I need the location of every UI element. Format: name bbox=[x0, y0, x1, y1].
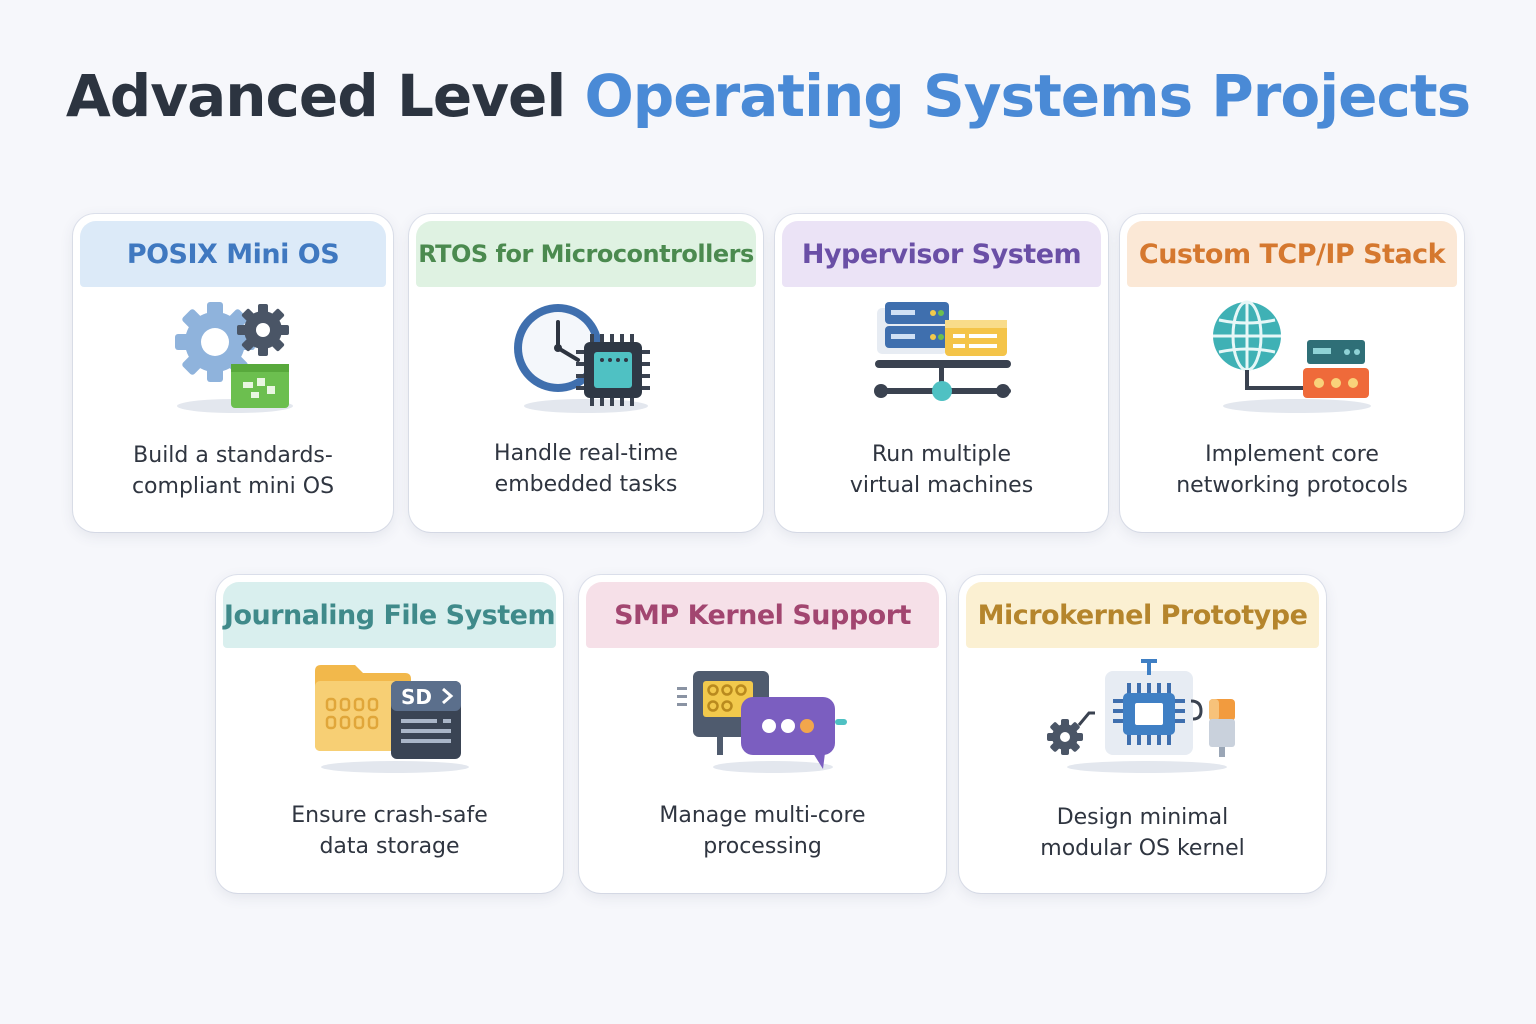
card-description: Design minimal modular OS kernel bbox=[1040, 805, 1245, 861]
multicore-chat-icon bbox=[579, 657, 946, 777]
card-header: Journaling File System bbox=[223, 582, 556, 648]
gears-chip-icon bbox=[73, 296, 393, 416]
microkernel-chip-icon bbox=[959, 657, 1326, 777]
title-part-os-projects: Operating Systems Projects bbox=[584, 62, 1471, 130]
card-description: Implement core networking protocols bbox=[1176, 442, 1408, 498]
card-hypervisor-system: Hypervisor System Run multiple virtual m… bbox=[775, 214, 1108, 532]
card-title: RTOS for Microcontrollers bbox=[418, 240, 754, 268]
card-smp-kernel-support: SMP Kernel Support Manage multi-core pro… bbox=[579, 575, 946, 893]
globe-router-icon bbox=[1120, 296, 1464, 416]
clock-microcontroller-icon bbox=[409, 296, 763, 416]
card-header: Microkernel Prototype bbox=[966, 582, 1319, 648]
card-journaling-file-system: Journaling File System SD Ensure crash-s… bbox=[216, 575, 563, 893]
card-description: Handle real-time embedded tasks bbox=[494, 441, 678, 497]
card-description: Run multiple virtual machines bbox=[849, 442, 1034, 498]
card-description: Ensure crash-safe data storage bbox=[291, 803, 488, 859]
card-description: Build a standards- compliant mini OS bbox=[131, 443, 335, 499]
sd-label: SD bbox=[401, 685, 432, 709]
card-header: Custom TCP/IP Stack bbox=[1127, 221, 1457, 287]
card-title: Journaling File System bbox=[223, 599, 556, 631]
title-part-advanced: Advanced Level bbox=[65, 62, 566, 130]
server-network-icon bbox=[775, 296, 1108, 416]
card-description: Manage multi-core processing bbox=[659, 803, 866, 859]
card-header: Hypervisor System bbox=[782, 221, 1101, 287]
folder-sd-card-icon: SD bbox=[216, 657, 563, 777]
card-rtos-microcontrollers: RTOS for Microcontrollers bbox=[409, 214, 763, 532]
card-title: POSIX Mini OS bbox=[126, 238, 340, 270]
page-title: Advanced Level Operating Systems Project… bbox=[0, 62, 1536, 130]
card-title: Hypervisor System bbox=[801, 238, 1082, 270]
card-posix-mini-os: POSIX Mini OS bbox=[73, 214, 393, 532]
card-title: Custom TCP/IP Stack bbox=[1138, 238, 1446, 270]
card-header: RTOS for Microcontrollers bbox=[416, 221, 756, 287]
card-title: Microkernel Prototype bbox=[977, 599, 1308, 631]
card-header: SMP Kernel Support bbox=[586, 582, 939, 648]
card-custom-tcp-ip-stack: Custom TCP/IP Stack Implement core netwo… bbox=[1120, 214, 1464, 532]
card-microkernel-prototype: Microkernel Prototype bbox=[959, 575, 1326, 893]
card-title: SMP Kernel Support bbox=[614, 599, 911, 631]
card-header: POSIX Mini OS bbox=[80, 221, 386, 287]
